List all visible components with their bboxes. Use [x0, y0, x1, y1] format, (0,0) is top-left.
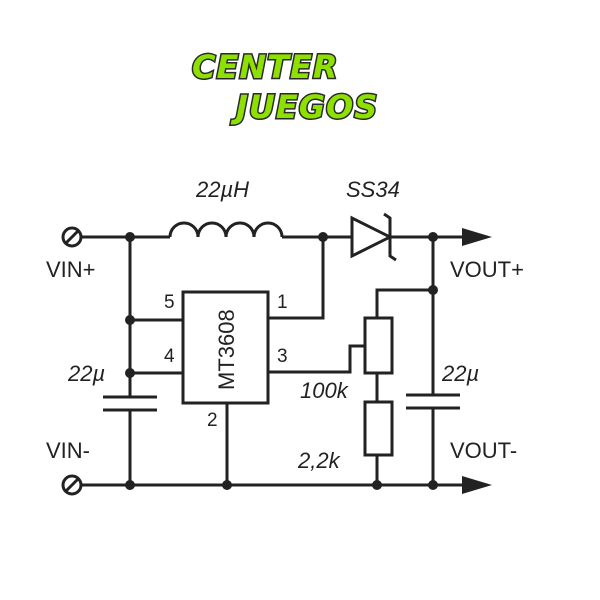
vin-neg-terminal-icon[interactable] — [61, 474, 83, 496]
logo: CENTER JUEGOS — [191, 47, 379, 128]
input-cap-label: 22µ — [67, 361, 105, 386]
pin-3-label: 3 — [277, 346, 288, 367]
ic-label: MT3608 — [214, 309, 239, 390]
vin-neg-label: VIN- — [46, 438, 90, 463]
resistor-100k — [363, 316, 394, 375]
pin-2-label: 2 — [207, 410, 218, 431]
pin-4-label: 4 — [164, 346, 175, 367]
diode — [350, 212, 397, 262]
resistor-2-2k — [363, 400, 394, 457]
pin-5-label: 5 — [164, 292, 175, 313]
inductor-coil — [168, 221, 284, 238]
top-rail — [80, 221, 462, 239]
vout-pos-arrow-icon — [462, 228, 492, 246]
r-bottom-label: 2,2k — [297, 448, 341, 473]
output-cap-label: 22µ — [441, 361, 479, 386]
diode-label: SS34 — [346, 177, 400, 202]
junction-dots — [125, 232, 438, 490]
vin-pos-terminal-icon[interactable] — [61, 226, 83, 248]
logo-line1: CENTER — [192, 48, 338, 86]
vin-pos-label: VIN+ — [46, 257, 96, 282]
pin-1-label: 1 — [277, 292, 288, 313]
r-top-label: 100k — [300, 378, 349, 403]
logo-line2: JUEGOS — [230, 88, 378, 126]
vout-pos-label: VOUT+ — [450, 257, 524, 282]
vout-neg-arrow-icon — [462, 476, 492, 494]
vout-neg-label: VOUT- — [450, 438, 517, 463]
inductor-label: 22µH — [195, 177, 249, 202]
